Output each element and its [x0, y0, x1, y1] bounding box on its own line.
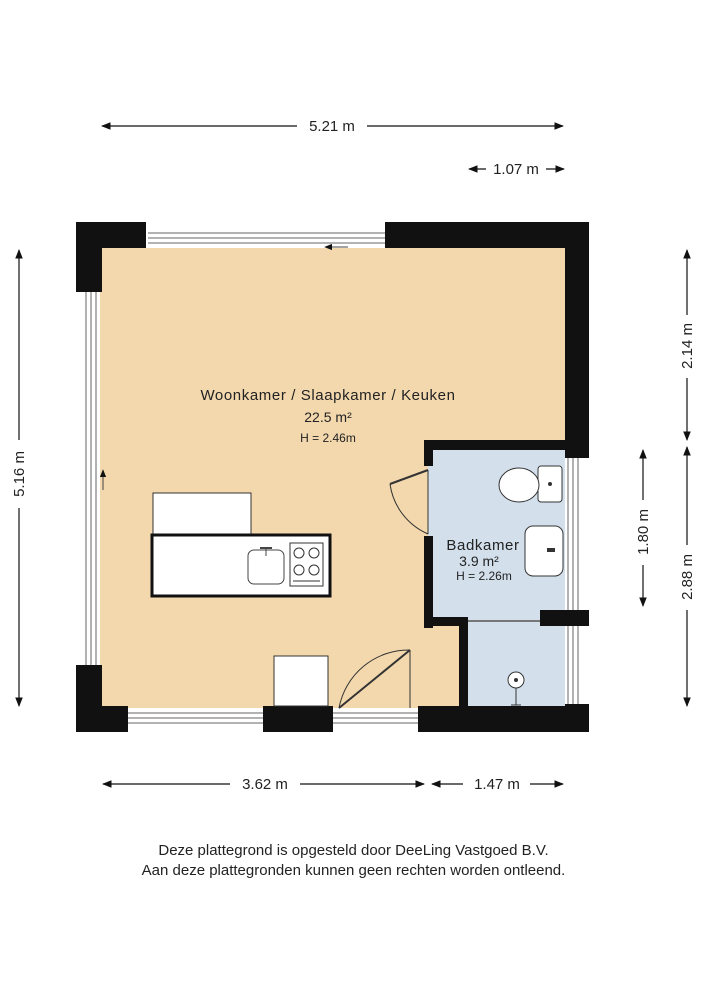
dim-top-small: 1.07 m — [493, 161, 539, 178]
kitchen-island — [150, 492, 332, 598]
living-room-name: Woonkamer / Slaapkamer / Keuken — [200, 387, 455, 404]
bathroom-area: 3.9 m² — [459, 553, 499, 569]
sliding-door-arrows — [99, 243, 348, 490]
dim-bath-height: 1.80 m — [635, 509, 652, 555]
dim-right-upper: 2.14 m — [679, 323, 696, 369]
doors — [338, 469, 429, 709]
washbasin-icon — [524, 525, 564, 577]
dim-bottom-left: 3.62 m — [242, 776, 288, 793]
dim-right-lower: 2.88 m — [679, 554, 696, 600]
dim-top-total: 5.21 m — [309, 118, 355, 135]
bathroom-height: H = 2.26m — [456, 569, 512, 583]
toilet-icon — [498, 465, 563, 503]
windows — [85, 232, 579, 724]
living-room-area: 22.5 m² — [304, 409, 352, 425]
bathroom-name: Badkamer — [446, 537, 519, 554]
shower-icon — [507, 671, 525, 706]
walls — [76, 222, 589, 732]
disclaimer-line-2: Aan deze plattegronden kunnen geen recht… — [141, 862, 566, 879]
disclaimer-line-1: Deze plattegrond is opgesteld door DeeLi… — [158, 842, 549, 859]
dimension-lines — [15, 122, 691, 788]
dim-left-total: 5.16 m — [11, 451, 28, 497]
dim-bottom-right: 1.47 m — [474, 776, 520, 793]
stove-icon — [289, 542, 324, 587]
fridge — [273, 655, 329, 707]
living-room-height: H = 2.46m — [300, 431, 356, 445]
